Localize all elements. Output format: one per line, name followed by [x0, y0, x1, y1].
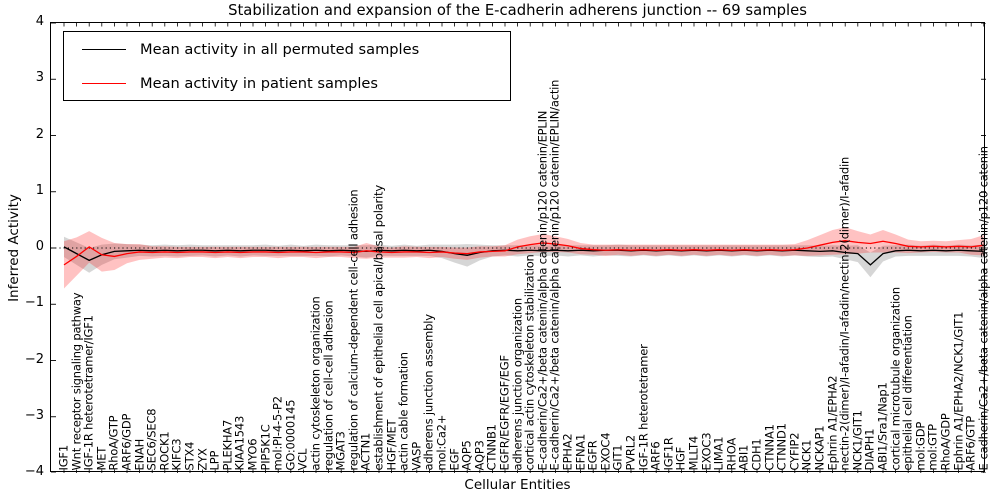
x-tick-label: LPP: [207, 450, 222, 470]
y-tick-label: −4: [24, 464, 44, 479]
y-tick-label: 2: [35, 126, 44, 142]
x-tick-label: mol:Ca2+: [434, 414, 449, 470]
x-tick-label: IGF-1R heterotetramer/IGF1: [81, 314, 96, 470]
x-tick-label: ABI1/Sra1/Nap1: [875, 381, 890, 470]
x-tick-label: EPHA2: [560, 432, 575, 470]
x-tick-label: nectin-2(dimer)/I-afadin/I-afadin/nectin…: [837, 156, 852, 470]
y-tick-label: 0: [35, 239, 44, 254]
x-tick-label: MYO6: [245, 438, 260, 470]
x-tick-label: LIMA1: [711, 436, 726, 470]
legend-line-sample: [82, 82, 126, 84]
x-tick-label: EGFR/EGFR/EGF/EGF: [497, 354, 512, 470]
x-tick-label: IGF1: [56, 444, 71, 470]
x-tick-label: epithelial cell differentiation: [900, 314, 915, 470]
x-tick-label: actin cytoskeleton organization: [308, 295, 323, 470]
chart-canvas: [51, 23, 986, 473]
x-tick-label: E-cadherin/Ca2+/beta catenin/alpha caten…: [976, 145, 991, 470]
x-tick-label: CDH1: [749, 437, 764, 470]
y-tick-label: 3: [35, 70, 44, 86]
y-tick-label: 1: [35, 182, 44, 198]
patient-std-band: [64, 227, 984, 289]
x-tick-label: ARF6: [648, 441, 663, 470]
y-tick-label: −2: [24, 351, 44, 367]
x-tick-label: MGAT3: [333, 430, 348, 470]
legend-item-label: Mean activity in patient samples: [140, 74, 379, 92]
y-tick-label: −3: [24, 407, 44, 423]
x-tick-label: actin cable formation: [396, 351, 411, 470]
x-tick-label: cortical actin cytoskeleton stabilizatio…: [522, 253, 537, 470]
permuted-std-band: [64, 236, 984, 278]
y-tick-label: −1: [24, 295, 44, 311]
legend-item-label: Mean activity in all permuted samples: [140, 40, 420, 58]
x-tick-label: PVRL2: [623, 434, 638, 470]
x-tick-label: RhoA/GDP: [938, 412, 953, 470]
legend-item: Mean activity in all permuted samples: [64, 41, 510, 58]
patient-mean-line: [63, 240, 984, 266]
x-tick-label: STX4: [182, 441, 197, 470]
x-axis-label: Cellular Entities: [464, 477, 571, 493]
x-tick-label: EGFR: [585, 440, 600, 470]
x-tick-label: CTNND1: [774, 422, 789, 470]
chart-title: Stabilization and expansion of the E-cad…: [228, 2, 807, 19]
x-tick-label: ARF6/GDP: [119, 413, 134, 470]
x-tick-label: SEC6/SEC8: [144, 408, 159, 470]
legend-item: Mean activity in patient samples: [64, 75, 510, 92]
x-tick-label: E-cadherin/Ca2+/beta catenin/alpha caten…: [547, 79, 562, 470]
x-tick-label: establishment of epithelial cell apical/…: [371, 184, 386, 470]
x-tick-label: ARF6/GTP: [963, 415, 978, 470]
x-tick-label: mol:PI-4-5-P2: [270, 395, 285, 470]
permuted-mean-line: [63, 246, 984, 266]
x-tick-label: MLLT4: [686, 435, 701, 471]
y-tick-label: 4: [35, 14, 44, 29]
x-tick-label: AQP5: [459, 439, 474, 470]
x-tick-label: NCKAP1: [812, 425, 827, 470]
x-tick-label: regulation of calcium-dependent cell-cel…: [346, 189, 361, 470]
legend-line-sample: [82, 48, 126, 50]
